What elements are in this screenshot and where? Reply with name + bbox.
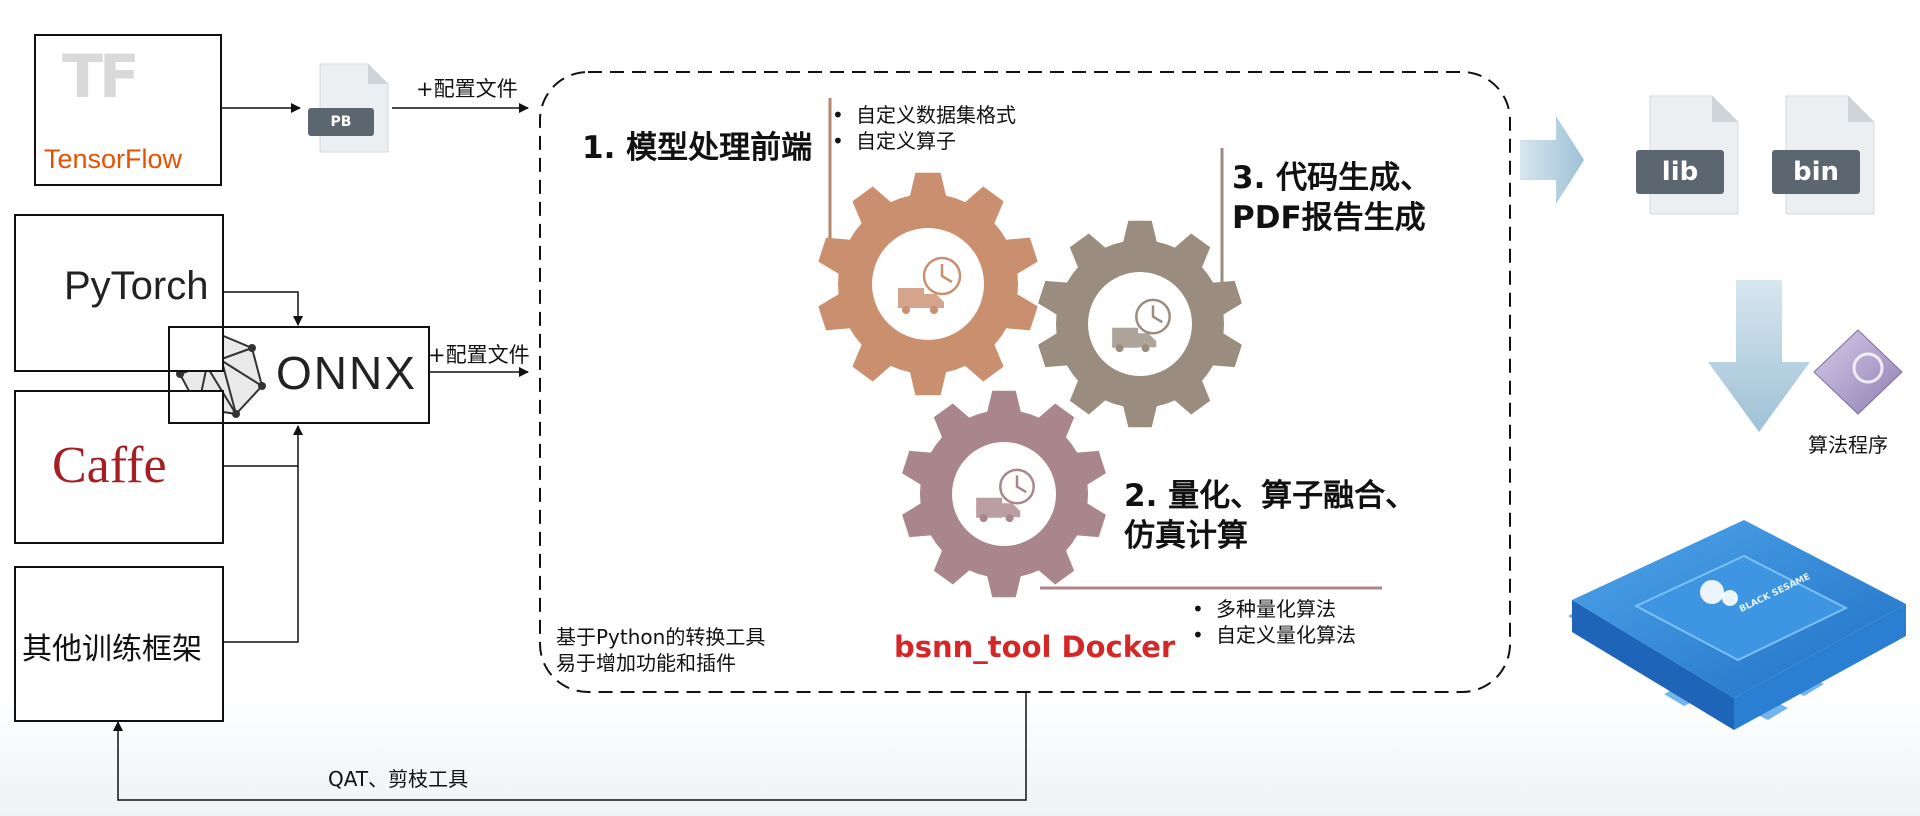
other-to-onnx-arrow [222, 425, 303, 643]
onnx-box: ONNX [168, 326, 430, 424]
feedback-label: QAT、剪枝工具 [328, 767, 469, 791]
docker-container-border [539, 71, 1511, 693]
algorithm-program-label: 算法程序 [1808, 433, 1888, 457]
truck-icon [1112, 327, 1157, 348]
bin-file-badge: bin [1772, 150, 1860, 194]
docker-label: bsnn_tool Docker [894, 630, 1176, 664]
clock-hands-icon [1015, 475, 1027, 494]
truck-wheel-icon [1005, 514, 1014, 523]
truck-wheel-icon [979, 514, 988, 523]
stage2-title-line1: 2. 量化、算子融合、 [1124, 478, 1417, 514]
lib-file-badge: lib [1636, 150, 1724, 194]
gear-stage3-icon [1038, 220, 1242, 428]
truck-wheel-icon [930, 306, 938, 314]
onnx-label: ONNX [276, 347, 417, 399]
stage1-bullet-1: 自定义数据集格式 [830, 102, 1090, 128]
clock-icon [999, 468, 1035, 505]
gear-stage1-icon [818, 172, 1038, 396]
caffe-label: Caffe [52, 437, 167, 494]
clock-hands-icon [1151, 305, 1163, 324]
output-down-arrow [1708, 280, 1810, 432]
truck-wheel-icon [1141, 344, 1150, 353]
tool-note-line1: 基于Python的转换工具 [556, 625, 766, 649]
stage2-bullet-2: 自定义量化算法 [1190, 622, 1430, 648]
feedback-arrow [113, 692, 1027, 801]
algorithm-program-icon [1813, 329, 1903, 415]
pytorch-label: PyTorch [64, 264, 209, 308]
pytorch-to-onnx-arrow [222, 291, 303, 326]
stage3-title-line2: PDF报告生成 [1232, 200, 1426, 236]
caffe-box: Caffe [14, 390, 224, 544]
tensorflow-label: TensorFlow [44, 144, 183, 174]
chip-icon [1568, 520, 1906, 730]
stage3-title: 3. 代码生成、 PDF报告生成 [1232, 158, 1431, 238]
clock-icon [922, 256, 962, 296]
stage2-bullets: 多种量化算法 自定义量化算法 [1190, 596, 1430, 648]
gear3-hub [952, 442, 1056, 546]
stage2-title-line2: 仿真计算 [1124, 518, 1248, 554]
config-file-label-onnx: +配置文件 [428, 343, 530, 367]
stage2-title: 2. 量化、算子融合、 仿真计算 [1124, 476, 1416, 556]
truck-icon [976, 497, 1021, 518]
stage1-bullet-2: 自定义算子 [830, 128, 1090, 154]
stage2-bullet-1: 多种量化算法 [1190, 596, 1430, 622]
stage1-bullets: 自定义数据集格式 自定义算子 [830, 102, 1090, 154]
tool-note: 基于Python的转换工具 易于增加功能和插件 [556, 624, 765, 676]
truck-icon [898, 288, 944, 308]
gear-stage2-icon [902, 390, 1106, 598]
stage3-title-line1: 3. 代码生成、 [1232, 160, 1432, 196]
truck-wheel-icon [902, 306, 910, 314]
clock-hands-icon [940, 264, 953, 284]
config-file-label-tf: +配置文件 [416, 77, 518, 101]
tensorflow-logo-shadow: TF [62, 42, 140, 112]
output-right-arrow [1520, 116, 1584, 204]
tensorflow-box: TF TensorFlow [34, 34, 222, 186]
gear1-hub [872, 228, 984, 340]
background-wash [0, 690, 1920, 816]
pb-file-badge: PB [308, 108, 374, 136]
clock-icon [1135, 298, 1171, 335]
other-framework-box: 其他训练框架 [14, 566, 224, 722]
stage1-title: 1. 模型处理前端 [582, 130, 813, 166]
gear2-hub [1088, 272, 1192, 376]
pytorch-box: PyTorch [14, 214, 224, 372]
other-framework-label: 其他训练框架 [22, 632, 202, 667]
tool-note-line2: 易于增加功能和插件 [556, 651, 736, 675]
truck-wheel-icon [1115, 344, 1124, 353]
